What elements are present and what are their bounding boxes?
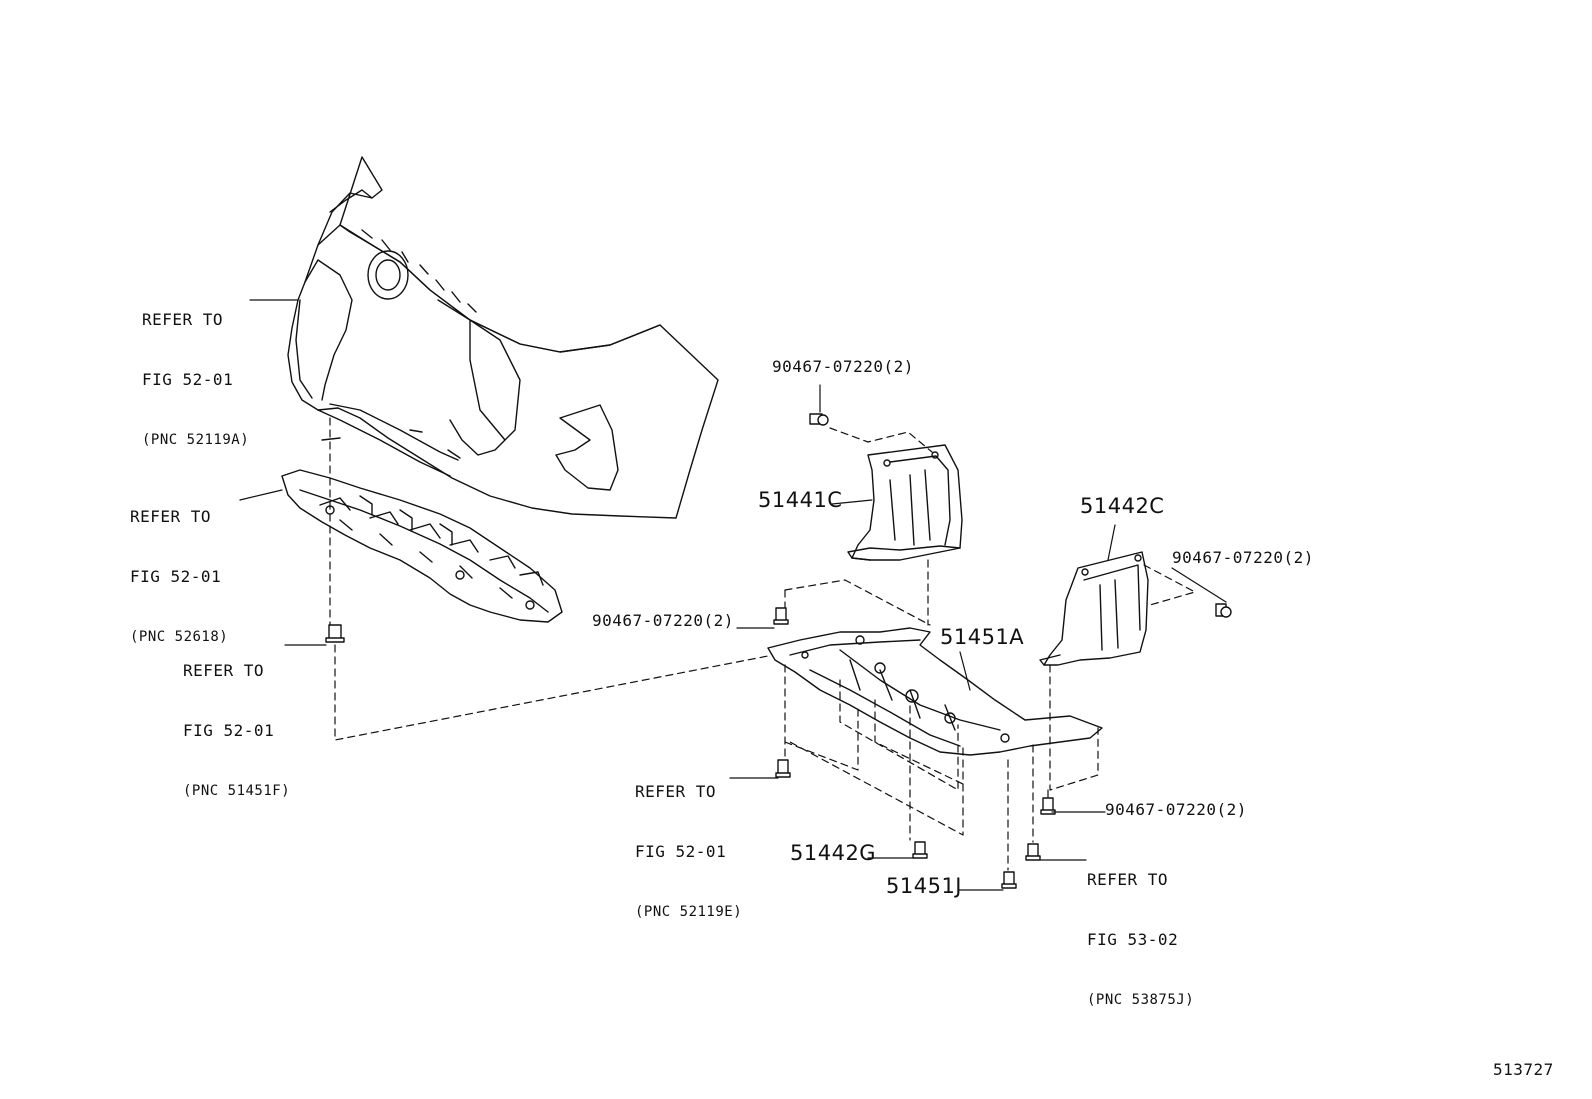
callout-pnc-line: (PNC 52119A) bbox=[142, 432, 250, 448]
callout-refer-line: REFER TO bbox=[635, 782, 717, 801]
engine-under-cover-rh bbox=[847, 444, 963, 561]
callout-fig-line: FIG 52-01 bbox=[183, 721, 275, 740]
bumper-absorber bbox=[281, 469, 563, 623]
clip-icon bbox=[325, 624, 345, 643]
callout-clip-j: REFER TO FIG 53-02 (PNC 53875J) bbox=[1087, 830, 1194, 1030]
screw-icon bbox=[1215, 603, 1232, 618]
clip-icon bbox=[1025, 843, 1041, 861]
engine-under-cover-lh bbox=[1039, 551, 1149, 666]
clip-icon bbox=[775, 759, 791, 778]
screw-label-mid: 90467-07220(2) bbox=[592, 611, 734, 630]
callout-refer-line: REFER TO bbox=[1087, 870, 1169, 889]
screw-label-right: 90467-07220(2) bbox=[1172, 548, 1314, 567]
engine-under-cover-main bbox=[767, 627, 1103, 756]
callout-refer-line: REFER TO bbox=[142, 310, 224, 329]
screw-icon bbox=[773, 607, 789, 625]
callout-pnc-line: (PNC 52119E) bbox=[635, 904, 743, 920]
screw-icon bbox=[1040, 797, 1056, 815]
callout-pnc-line: (PNC 52618) bbox=[130, 629, 229, 645]
screw-label-top: 90467-07220(2) bbox=[772, 357, 914, 376]
part-label-51442g: 51442G bbox=[790, 841, 877, 865]
callout-fig-line: FIG 52-01 bbox=[130, 567, 222, 586]
figure-number: 513727 bbox=[1493, 1060, 1554, 1079]
callout-clip: REFER TO FIG 52-01 (PNC 51451F) bbox=[183, 621, 290, 821]
callout-fig-line: FIG 52-01 bbox=[635, 842, 727, 861]
callout-bumper-cover: REFER TO FIG 52-01 (PNC 52119A) bbox=[142, 270, 249, 470]
part-label-51451a: 51451A bbox=[940, 625, 1025, 649]
alignment-lines bbox=[329, 417, 1196, 871]
clip-icon bbox=[912, 841, 928, 859]
screw-label-lower: 90467-07220(2) bbox=[1105, 800, 1247, 819]
callout-pnc-line: (PNC 53875J) bbox=[1087, 992, 1195, 1008]
callout-bumper-absorber: REFER TO FIG 52-01 (PNC 52618) bbox=[130, 467, 228, 667]
screw-icon bbox=[809, 413, 829, 426]
callout-clip-e: REFER TO FIG 52-01 (PNC 52119E) bbox=[635, 742, 742, 942]
front-bumper-cover bbox=[287, 156, 719, 519]
callout-pnc-line: (PNC 51451F) bbox=[183, 783, 291, 799]
part-label-51451j: 51451J bbox=[886, 874, 962, 898]
callout-fig-line: FIG 52-01 bbox=[142, 370, 234, 389]
callout-refer-line: REFER TO bbox=[183, 661, 265, 680]
callout-refer-line: REFER TO bbox=[130, 507, 212, 526]
fastener-icons bbox=[325, 413, 1232, 889]
clip-icon bbox=[1001, 871, 1017, 889]
part-label-51442c: 51442C bbox=[1080, 494, 1165, 518]
leader-lines bbox=[239, 299, 1227, 891]
callout-fig-line: FIG 53-02 bbox=[1087, 930, 1179, 949]
part-label-51441c: 51441C bbox=[758, 488, 843, 512]
